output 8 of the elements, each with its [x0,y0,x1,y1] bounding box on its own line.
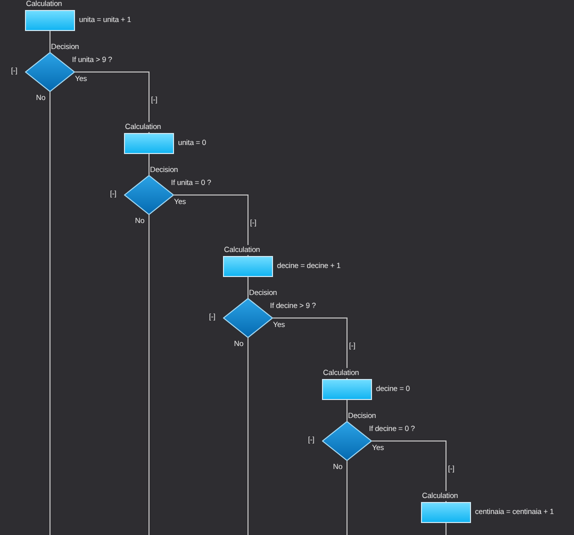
connector-line [272,318,348,380]
connector-line [148,154,150,176]
connector-line [74,72,150,134]
connector-line [346,460,348,535]
connector-line [346,400,348,422]
connector-line [372,440,446,502]
connector-line [148,214,150,535]
connector-line [174,194,248,256]
